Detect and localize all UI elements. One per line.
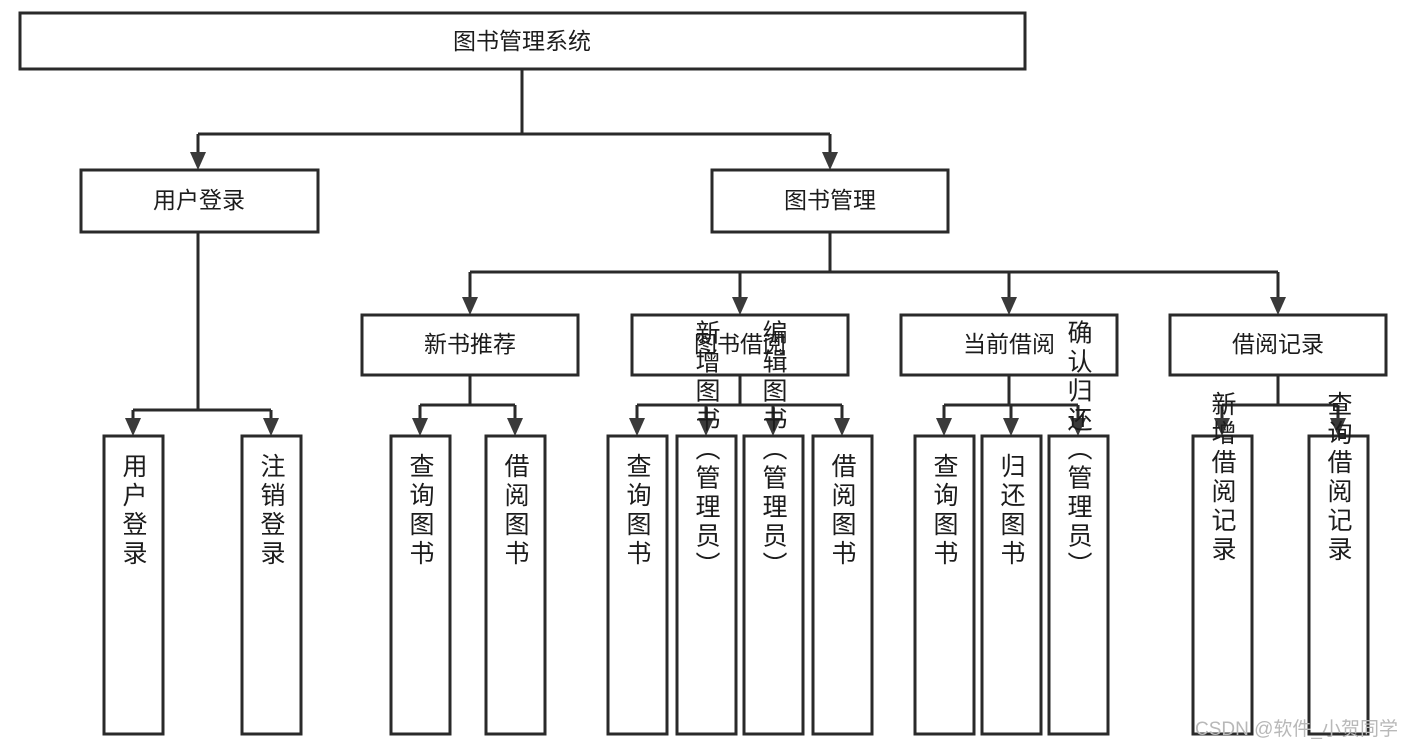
- leaf-node-query-book-borrow-box[interactable]: [606, 434, 669, 736]
- arrowhead-book-borrow: [732, 297, 748, 315]
- connector-group-user-login-to-leaves: [125, 232, 279, 436]
- leaf-node-edit-book-label: 编辑图书（管理员）: [759, 320, 788, 581]
- node-book-borrow-label: 图书借阅: [694, 331, 786, 357]
- connector-group-borrow-record-to-leaves: [1214, 375, 1346, 436]
- leaf-node-confirm-return-box[interactable]: [1047, 434, 1110, 736]
- node-new-book-recommend-label: 新书推荐: [424, 331, 516, 357]
- node-root-system-box[interactable]: [18, 11, 1027, 71]
- leaf-node-query-book-recommend[interactable]: 查询图书: [389, 434, 452, 736]
- leaf-node-add-book-label: 新增图书（管理员）: [692, 320, 721, 581]
- leaf-node-confirm-return[interactable]: 确认归还（管理员）: [1047, 320, 1110, 736]
- leaf-node-query-book-borrow-label: 查询图书: [623, 453, 652, 569]
- leaf-node-query-borrow-record-box[interactable]: [1307, 434, 1370, 736]
- node-root-system[interactable]: 图书管理系统: [18, 11, 1027, 71]
- leaf-node-query-borrow-record[interactable]: 查询借阅记录: [1307, 391, 1370, 736]
- leaf-node-query-book-recommend-label: 查询图书: [406, 453, 435, 569]
- node-user-login-box[interactable]: [79, 168, 320, 234]
- arrowhead-leaf-user-login: [125, 418, 141, 436]
- connector-group-root-to-level2: [190, 69, 838, 170]
- node-book-management-label: 图书管理: [784, 187, 876, 213]
- leaf-node-query-book-current-box[interactable]: [913, 434, 976, 736]
- leaf-node-logout[interactable]: 注销登录: [240, 434, 303, 736]
- connector-group-book-borrow-to-leaves: [629, 375, 850, 436]
- leaf-node-borrow-book-label: 借阅图书: [828, 453, 857, 569]
- csdn-watermark: CSDN @软件_小贺同学: [1195, 718, 1398, 740]
- arrowhead-leaf-edit-book: [765, 418, 781, 436]
- connector-group-current-borrow-to-leaves: [936, 375, 1086, 436]
- leaf-node-return-book-label: 归还图书: [997, 453, 1026, 569]
- leaf-node-logout-label: 注销登录: [257, 453, 286, 569]
- leaf-node-user-login[interactable]: 用户登录: [102, 434, 165, 736]
- arrowhead-leaf-borrow-book-2: [834, 418, 850, 436]
- leaf-node-query-book-borrow[interactable]: 查询图书: [606, 434, 669, 736]
- node-borrow-record-label: 借阅记录: [1232, 331, 1324, 357]
- leaf-node-borrow-book-box[interactable]: [811, 434, 874, 736]
- leaf-node-borrow-book-recommend-box[interactable]: [484, 434, 547, 736]
- node-book-management[interactable]: 图书管理: [710, 168, 950, 234]
- leaf-node-add-borrow-record-box[interactable]: [1191, 434, 1254, 736]
- leaf-node-add-book[interactable]: 新增图书（管理员）: [675, 320, 738, 736]
- leaf-node-query-book-current[interactable]: 查询图书: [913, 434, 976, 736]
- node-user-login[interactable]: 用户登录: [79, 168, 320, 234]
- node-borrow-record-box[interactable]: [1168, 313, 1388, 377]
- node-user-login-label: 用户登录: [153, 187, 245, 213]
- leaf-node-query-borrow-record-label: 查询借阅记录: [1324, 391, 1353, 565]
- leaf-node-return-book-box[interactable]: [980, 434, 1043, 736]
- arrowhead-leaf-logout: [263, 418, 279, 436]
- leaf-node-user-login-box[interactable]: [102, 434, 165, 736]
- node-book-management-box[interactable]: [710, 168, 950, 234]
- leaf-node-add-borrow-record[interactable]: 新增借阅记录: [1191, 391, 1254, 736]
- node-borrow-record[interactable]: 借阅记录: [1168, 313, 1388, 377]
- leaf-node-return-book[interactable]: 归还图书: [980, 434, 1043, 736]
- node-current-borrow[interactable]: 当前借阅: [899, 313, 1119, 377]
- leaf-node-add-book-box[interactable]: [675, 434, 738, 736]
- leaf-node-logout-box[interactable]: [240, 434, 303, 736]
- arrowhead-leaf-query-book-3: [936, 418, 952, 436]
- node-book-borrow[interactable]: 图书借阅: [630, 313, 850, 377]
- leaf-node-user-login-label: 用户登录: [119, 453, 148, 569]
- arrowhead-leaf-confirm-return: [1070, 418, 1086, 436]
- connector-group-new-book-to-leaves: [412, 375, 523, 436]
- leaf-node-query-book-current-label: 查询图书: [930, 453, 959, 569]
- node-current-borrow-label: 当前借阅: [963, 331, 1055, 357]
- leaf-node-edit-book-box[interactable]: [742, 434, 805, 736]
- arrowhead-current-borrow: [1001, 297, 1017, 315]
- arrowhead-leaf-query-record: [1330, 418, 1346, 436]
- arrowhead-leaf-query-book-1: [412, 418, 428, 436]
- arrowhead-borrow-record: [1270, 297, 1286, 315]
- node-root-system-label: 图书管理系统: [453, 28, 591, 54]
- leaf-node-query-book-recommend-box[interactable]: [389, 434, 452, 736]
- node-new-book-recommend[interactable]: 新书推荐: [360, 313, 580, 377]
- node-current-borrow-box[interactable]: [899, 313, 1119, 377]
- arrowhead-leaf-return-book: [1003, 418, 1019, 436]
- leaf-node-edit-book[interactable]: 编辑图书（管理员）: [742, 320, 805, 736]
- arrowhead-leaf-query-book-2: [629, 418, 645, 436]
- leaf-node-confirm-return-label: 确认归还（管理员）: [1064, 320, 1093, 581]
- arrowhead-user-login: [190, 152, 206, 170]
- arrowhead-leaf-borrow-book-1: [507, 418, 523, 436]
- leaf-node-borrow-book-recommend[interactable]: 借阅图书: [484, 434, 547, 736]
- leaf-node-borrow-book-recommend-label: 借阅图书: [501, 453, 530, 569]
- arrowhead-leaf-add-book: [698, 418, 714, 436]
- leaf-node-add-borrow-record-label: 新增借阅记录: [1208, 391, 1237, 565]
- leaf-node-borrow-book[interactable]: 借阅图书: [811, 434, 874, 736]
- connector-group-book-mgmt-to-level3: [462, 232, 1286, 315]
- node-new-book-recommend-box[interactable]: [360, 313, 580, 377]
- node-book-borrow-box[interactable]: [630, 313, 850, 377]
- arrowhead-book-mgmt: [822, 152, 838, 170]
- arrowhead-leaf-add-record: [1214, 418, 1230, 436]
- arrowhead-new-book-recommend: [462, 297, 478, 315]
